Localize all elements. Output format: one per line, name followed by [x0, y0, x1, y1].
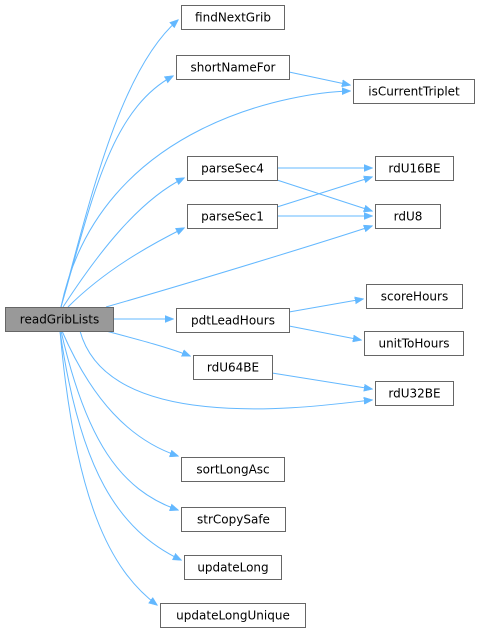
- node-box-rd-u64-be: [193, 355, 273, 380]
- node-box-sort-long-asc: [181, 457, 285, 482]
- node-update-long-unique[interactable]: updateLongUnique: [160, 603, 306, 628]
- node-rd-u8[interactable]: rdU8: [375, 204, 441, 229]
- node-str-copy-safe[interactable]: strCopySafe: [181, 507, 286, 532]
- node-box-update-long-unique: [160, 603, 306, 628]
- node-update-long[interactable]: updateLong: [184, 555, 282, 580]
- node-label-rd-u16-be: rdU16BE: [388, 162, 440, 176]
- node-label-read-grib-lists: readGribLists: [20, 313, 99, 327]
- edge-read-grib-lists-to-is-current-triplet: [60, 91, 350, 308]
- edge-read-grib-lists-to-rd-u8: [105, 226, 372, 308]
- node-box-rd-u16-be: [375, 156, 454, 181]
- node-box-find-next-grib: [181, 5, 285, 30]
- edge-read-grib-lists-to-rd-u32-be: [79, 330, 372, 410]
- node-label-parse-sec4: parseSec4: [201, 162, 264, 176]
- node-box-parse-sec4: [187, 156, 278, 181]
- edge-pdt-lead-hours-to-score-hours: [288, 299, 363, 313]
- node-box-unit-to-hours: [364, 331, 464, 356]
- node-box-rd-u32-be: [375, 381, 454, 406]
- node-box-pdt-lead-hours: [176, 308, 290, 333]
- node-score-hours[interactable]: scoreHours: [366, 284, 463, 309]
- nodes-layer: readGribLists findNextGrib shortNameFor isC…: [5, 5, 475, 628]
- edge-read-grib-lists-to-update-long-unique: [59, 330, 157, 605]
- node-label-rd-u8: rdU8: [394, 210, 423, 224]
- node-label-pdt-lead-hours: pdtLeadHours: [191, 314, 275, 328]
- node-read-grib-lists[interactable]: readGribLists: [5, 307, 114, 332]
- edge-read-grib-lists-to-str-copy-safe: [60, 330, 178, 510]
- node-label-short-name-for: shortNameFor: [191, 61, 276, 75]
- node-parse-sec1[interactable]: parseSec1: [187, 204, 278, 229]
- edge-pdt-lead-hours-to-unit-to-hours: [288, 325, 361, 340]
- node-box-is-current-triplet: [353, 79, 475, 104]
- edge-rd-u64-be-to-rd-u32-be: [271, 372, 372, 389]
- node-box-short-name-for: [176, 55, 290, 80]
- node-label-rd-u64-be: rdU64BE: [207, 361, 259, 375]
- node-rd-u64-be[interactable]: rdU64BE: [193, 355, 273, 380]
- node-label-unit-to-hours: unitToHours: [378, 337, 449, 351]
- node-is-current-triplet[interactable]: isCurrentTriplet: [353, 79, 475, 104]
- node-label-update-long-unique: updateLongUnique: [176, 609, 290, 623]
- node-label-rd-u32-be: rdU32BE: [388, 387, 440, 401]
- node-box-update-long: [184, 555, 282, 580]
- node-pdt-lead-hours[interactable]: pdtLeadHours: [176, 308, 290, 333]
- node-rd-u32-be[interactable]: rdU32BE: [375, 381, 454, 406]
- edge-parse-sec4-to-rd-u8: [276, 179, 372, 211]
- edge-read-grib-lists-to-find-next-grib: [60, 20, 178, 308]
- node-short-name-for[interactable]: shortNameFor: [176, 55, 290, 80]
- node-label-find-next-grib: findNextGrib: [195, 11, 271, 25]
- node-label-score-hours: scoreHours: [381, 290, 448, 304]
- edges-layer: [59, 20, 372, 605]
- edge-read-grib-lists-to-rd-u64-be: [105, 330, 190, 356]
- node-box-score-hours: [366, 284, 463, 309]
- node-box-read-grib-lists: [5, 307, 114, 332]
- node-parse-sec4[interactable]: parseSec4: [187, 156, 278, 181]
- node-label-str-copy-safe: strCopySafe: [197, 513, 270, 527]
- node-label-update-long: updateLong: [197, 561, 268, 575]
- edge-read-grib-lists-to-parse-sec4: [62, 178, 184, 308]
- node-label-parse-sec1: parseSec1: [201, 210, 264, 224]
- node-unit-to-hours[interactable]: unitToHours: [364, 331, 464, 356]
- edge-read-grib-lists-to-parse-sec1: [67, 228, 184, 308]
- node-label-is-current-triplet: isCurrentTriplet: [368, 85, 460, 99]
- edge-read-grib-lists-to-update-long: [59, 330, 181, 560]
- edge-short-name-for-to-is-current-triplet: [288, 71, 350, 85]
- node-sort-long-asc[interactable]: sortLongAsc: [181, 457, 285, 482]
- edge-read-grib-lists-to-short-name-for: [60, 76, 173, 308]
- edge-parse-sec1-to-rd-u16-be: [276, 177, 372, 208]
- node-box-str-copy-safe: [181, 507, 286, 532]
- node-find-next-grib[interactable]: findNextGrib: [181, 5, 285, 30]
- node-box-parse-sec1: [187, 204, 278, 229]
- node-label-sort-long-asc: sortLongAsc: [196, 463, 269, 477]
- node-rd-u16-be[interactable]: rdU16BE: [375, 156, 454, 181]
- node-box-rd-u8: [375, 204, 441, 229]
- edge-read-grib-lists-to-sort-long-asc: [61, 330, 178, 456]
